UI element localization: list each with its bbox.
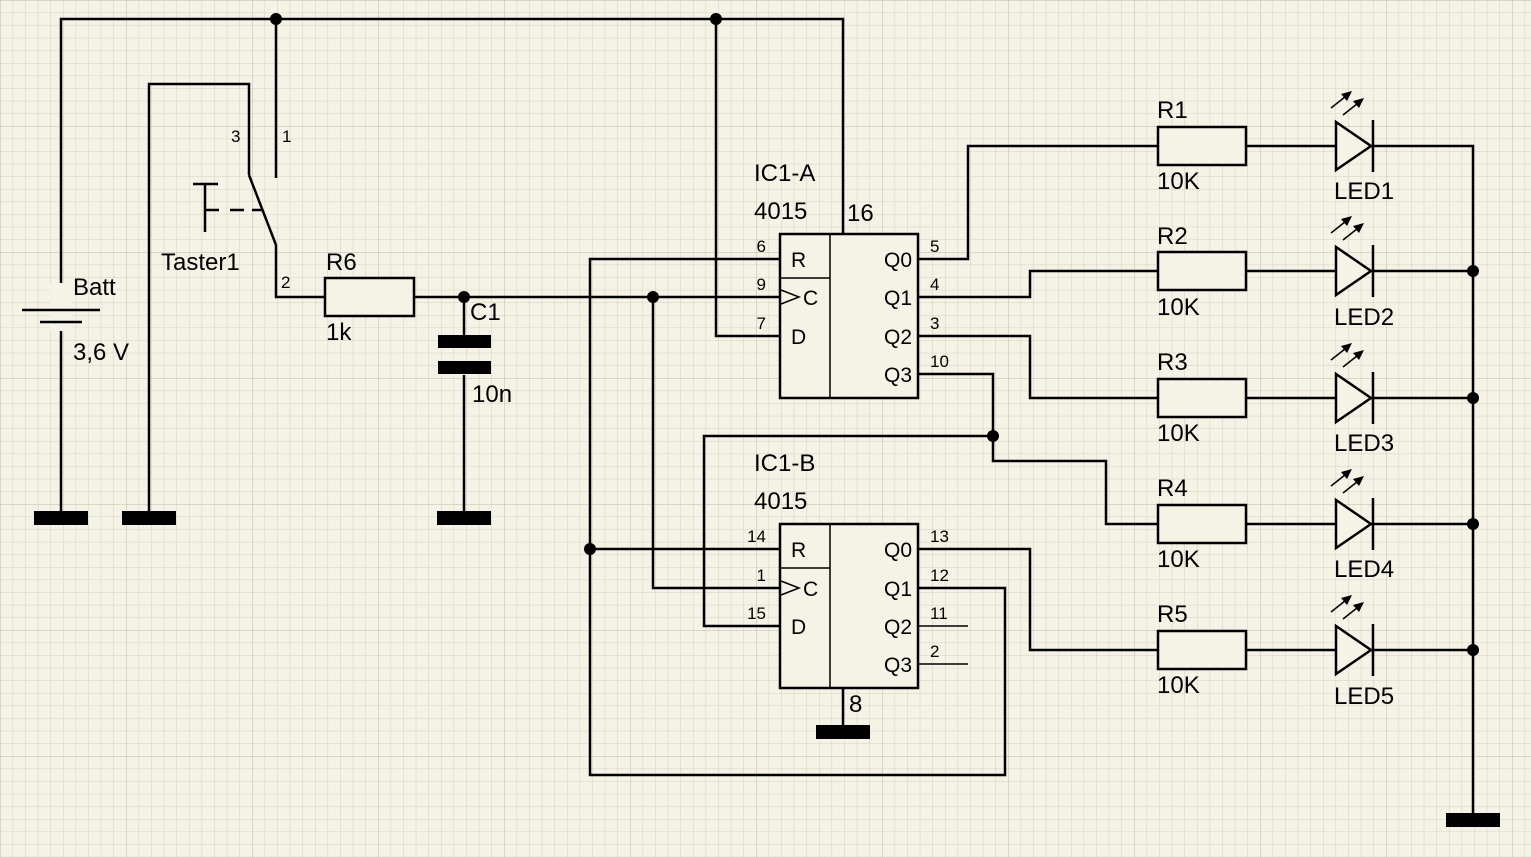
switch-pin-3: 3 [231, 127, 240, 146]
led-5: LED5 [1330, 595, 1394, 710]
resistor-r3: R3 10K [1156, 349, 1248, 447]
ic-a-pin-q2: 3 [930, 314, 939, 333]
c1-name: C1 [470, 299, 501, 326]
ic-b-pin-d: 15 [747, 604, 766, 623]
r4-value: 10K [1157, 546, 1200, 573]
ic-a-type: 4015 [754, 198, 807, 225]
c1-value: 10n [472, 381, 512, 408]
ic-a-out-q0: Q0 [884, 249, 912, 272]
ic-a-pin-q3: 10 [930, 352, 949, 371]
r2-value: 10K [1157, 294, 1200, 321]
battery: Batt 3,6 V [22, 274, 129, 366]
led3-name: LED3 [1334, 430, 1394, 457]
ic-b-out-q0: Q0 [884, 539, 912, 562]
ic-a-pin-q1: 4 [930, 275, 939, 294]
r1-value: 10K [1157, 168, 1200, 195]
ic-b-pin-c: 1 [757, 566, 766, 585]
junction-dots [270, 13, 1479, 656]
ic-b-pin-q1: 12 [930, 566, 949, 585]
r3-value: 10K [1157, 420, 1200, 447]
ic1-a: IC1-A 4015 16 R C D 6 9 7 Q0 Q1 Q2 Q3 5 … [754, 160, 949, 400]
ic-a-vdd-pin: 16 [847, 200, 874, 227]
battery-value: 3,6 V [73, 339, 129, 366]
ic1-b: IC1-B 4015 8 R C D 14 1 15 Q0 Q1 Q2 Q3 1… [747, 450, 949, 718]
ic-b-out-q3: Q3 [884, 654, 912, 677]
led-4: LED4 [1330, 469, 1394, 583]
ic-b-pin-r: 14 [747, 527, 766, 546]
r5-name: R5 [1157, 601, 1188, 628]
ic-b-pin-q2: 11 [930, 604, 948, 623]
resistor-r5: R5 10K [1156, 601, 1248, 699]
resistor-r4: R4 10K [1156, 475, 1248, 573]
ic-a-pin-r: 6 [757, 237, 766, 256]
ic-b-name: IC1-B [754, 450, 815, 477]
ic-a-in-r: R [791, 249, 806, 272]
led1-name: LED1 [1334, 178, 1394, 205]
r6-value: 1k [326, 319, 352, 346]
resistor-r6: R6 1k [323, 249, 416, 346]
led5-name: LED5 [1334, 683, 1394, 710]
wires [59, 17, 1475, 820]
ic-b-in-d: D [791, 616, 806, 639]
r6-name: R6 [326, 249, 357, 276]
ic-a-in-c: C [803, 287, 818, 310]
r2-name: R2 [1157, 223, 1188, 250]
led-1: LED1 [1330, 91, 1394, 205]
r4-name: R4 [1157, 475, 1188, 502]
ic-b-in-c: C [803, 578, 818, 601]
ic-b-in-r: R [791, 539, 806, 562]
resistor-r1: R1 10K [1156, 97, 1248, 195]
switch-name: Taster1 [161, 249, 240, 276]
battery-name: Batt [73, 274, 116, 301]
r5-value: 10K [1157, 672, 1200, 699]
resistor-r2: R2 10K [1156, 223, 1248, 321]
ic-a-out-q1: Q1 [884, 287, 912, 310]
r1-name: R1 [1157, 97, 1188, 124]
ic-a-name: IC1-A [754, 160, 815, 187]
ic-a-pin-q0: 5 [930, 237, 939, 256]
ic-b-vss-pin: 8 [849, 691, 862, 718]
ground-symbols [34, 511, 1500, 827]
ic-a-out-q3: Q3 [884, 364, 912, 387]
led2-name: LED2 [1334, 304, 1394, 331]
switch-pin-1: 1 [282, 127, 291, 146]
ic-b-out-q2: Q2 [884, 616, 912, 639]
ic-b-pin-q0: 13 [930, 527, 949, 546]
led-3: LED3 [1330, 343, 1394, 457]
ic-a-out-q2: Q2 [884, 326, 912, 349]
ic-b-type: 4015 [754, 488, 807, 515]
ic-a-pin-c: 9 [757, 275, 766, 294]
ic-b-pin-q3: 2 [930, 642, 939, 661]
led4-name: LED4 [1334, 556, 1394, 583]
ic-a-in-d: D [791, 326, 806, 349]
switch-pin-2: 2 [281, 273, 290, 292]
led-2: LED2 [1330, 216, 1394, 331]
capacitor-c1: C1 10n [438, 299, 512, 408]
ic-a-pin-d: 7 [757, 314, 766, 333]
r3-name: R3 [1157, 349, 1188, 376]
ic-b-out-q1: Q1 [884, 578, 912, 601]
push-button-switch: 3 1 2 Taster1 [161, 127, 291, 292]
